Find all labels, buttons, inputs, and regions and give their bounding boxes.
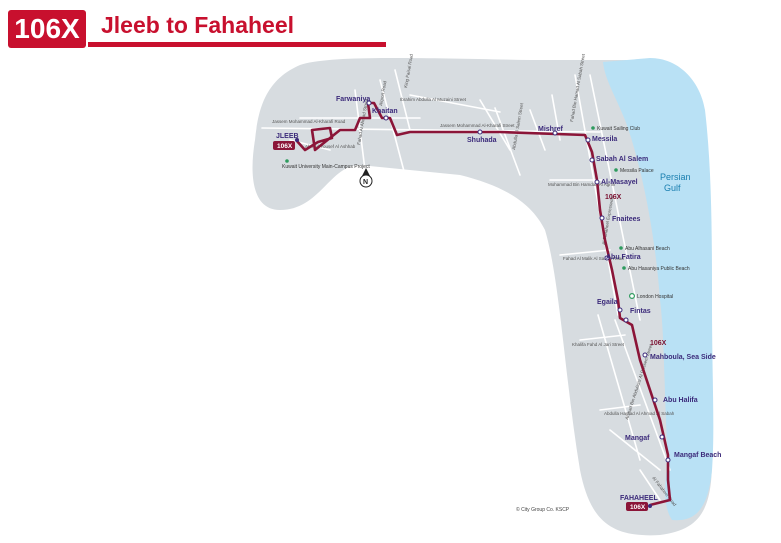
terminal-name: FAHAHEEL bbox=[620, 495, 658, 502]
stop-label: Fintas bbox=[630, 308, 651, 315]
poi-label: Kuwait Sailing Club bbox=[597, 126, 640, 132]
route-title: Jleeb to Fahaheel bbox=[101, 12, 295, 38]
copyright: © City Group Co. KSCP bbox=[516, 506, 570, 513]
poi-label: Abu Alhasani Beach bbox=[625, 246, 670, 252]
street-name: Airport Road bbox=[378, 80, 387, 106]
stop-label: Egaila bbox=[597, 299, 618, 306]
terminal-badge: 106X bbox=[277, 143, 293, 150]
bus-stops bbox=[366, 100, 671, 463]
stop-label: Sabah Al Salem bbox=[596, 156, 648, 163]
poi-label: London Hospital bbox=[637, 294, 673, 300]
terminal-jleeb[interactable]: JLEEB 106X bbox=[273, 133, 299, 150]
stop-labels: Farwaniya Khaitan Shuhada Mishref Messil… bbox=[336, 96, 721, 459]
street-name: Fahad Al Malik Al Sabah Road bbox=[563, 256, 624, 261]
stop-label: Fnaitees bbox=[612, 216, 641, 223]
compass-north-icon: N bbox=[363, 179, 368, 186]
street-network bbox=[261, 69, 671, 501]
sea-area bbox=[603, 58, 714, 521]
stop-label: Mangaf bbox=[625, 435, 650, 442]
sea-label: Persian bbox=[660, 172, 691, 182]
route-label: 106X bbox=[605, 194, 622, 201]
stop-label: Mangaf Beach bbox=[674, 452, 721, 459]
stop-label: Abu Fatira bbox=[606, 254, 641, 261]
stop-label: Abu Halifa bbox=[663, 397, 698, 404]
street-name: Jassem Mohammad Al-Kharafi Street bbox=[440, 123, 515, 128]
stop-label: Khaitan bbox=[372, 108, 398, 115]
stop-label: Farwaniya bbox=[336, 96, 370, 103]
street-name: Abdulla Hamad Al Ahmad Al Sabah bbox=[604, 411, 675, 416]
header: 106X Jleeb to Fahaheel bbox=[0, 0, 781, 60]
poi-label: Kuwait University Main-Campus Project bbox=[282, 164, 370, 170]
poi-label: Abu Hasaniya Public Beach bbox=[628, 266, 690, 272]
points-of-interest: Kuwait Sailing Club Messila Palace Abu A… bbox=[282, 126, 690, 300]
terminal-fahaheel[interactable]: FAHAHEEL 106X bbox=[620, 495, 658, 511]
compass: N bbox=[359, 168, 373, 188]
street-name: Mohammad Bin Hamdan Al Agrini bbox=[548, 182, 615, 187]
stop-label: Mishref bbox=[538, 126, 564, 133]
stop-label: Al-Masayel bbox=[601, 179, 638, 186]
street-name: King Faisal Road bbox=[403, 53, 414, 88]
street-name: Ibrahim Abdulla Al Muzaini Street bbox=[400, 97, 467, 102]
stop-label: Messila bbox=[592, 136, 617, 143]
street-name: Jassem Mohammad Al-Kharafi Road bbox=[272, 119, 346, 124]
header-rule bbox=[88, 42, 386, 47]
bus-route-line bbox=[295, 101, 672, 507]
stop-label: Shuhada bbox=[467, 137, 497, 144]
street-name: Ahmad Yousef Al Ashhab bbox=[305, 144, 356, 149]
poi-label: Messila Palace bbox=[620, 168, 654, 174]
street-name: Khalifa Fahd Al Jari Street bbox=[572, 342, 625, 347]
terminal-name: JLEEB bbox=[276, 133, 299, 140]
sea-label: Gulf bbox=[664, 183, 681, 193]
route-label: 106X bbox=[650, 340, 667, 347]
stop-label: Mahboula, Sea Side bbox=[650, 354, 716, 361]
route-badge: 106X bbox=[8, 10, 86, 48]
terminal-badge: 106X bbox=[630, 504, 646, 511]
